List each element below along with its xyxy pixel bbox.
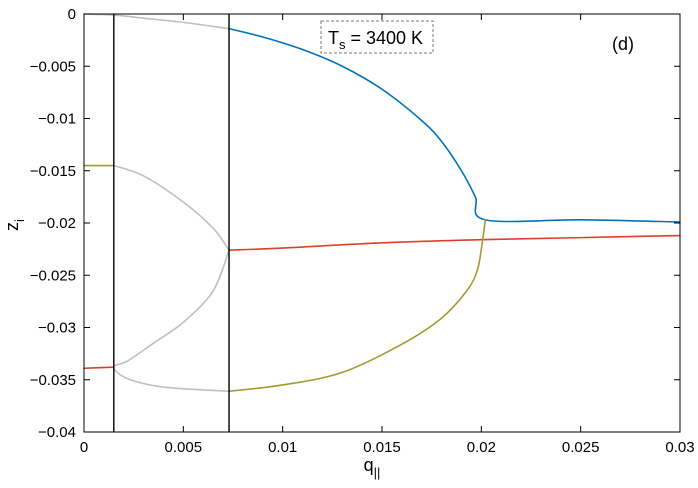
x-axis-label: q||: [364, 455, 381, 480]
y-tick-label: −0.025: [30, 267, 76, 284]
y-tick-label: −0.02: [38, 215, 76, 232]
panel-label: (d): [612, 34, 634, 54]
y-tick-label: −0.005: [30, 58, 76, 75]
series-line-7: [228, 234, 681, 251]
x-tick-label: 0.03: [665, 439, 694, 456]
annotation-box: Ts = 3400 K: [320, 20, 434, 54]
annotation-text: Ts = 3400 K: [328, 28, 423, 52]
series-layer: [83, 13, 681, 393]
x-tick-label: 0.005: [165, 439, 203, 456]
y-tick-label: −0.04: [38, 424, 76, 441]
plot-frame: [83, 13, 681, 433]
series-line-1: [83, 13, 230, 30]
y-axis-label: zi: [2, 219, 27, 231]
y-tick-label: −0.03: [38, 320, 76, 337]
series-line-3: [113, 249, 230, 393]
series-line-8: [228, 219, 487, 393]
y-tick-label: −0.01: [38, 111, 76, 128]
x-tick-label: 0: [80, 439, 88, 456]
y-tick-label: 0: [68, 6, 76, 23]
x-tick-label: 0.01: [268, 439, 297, 456]
y-tick-label: −0.035: [30, 372, 76, 389]
y-tick-label: −0.015: [30, 163, 76, 180]
annotation-frame: [320, 20, 434, 54]
series-line-5: [83, 366, 115, 370]
x-tick-label: 0.02: [467, 439, 496, 456]
x-tick-label: 0.015: [363, 439, 401, 456]
vertical-lines-layer: [113, 14, 230, 432]
series-line-2: [113, 164, 230, 251]
series-line-6: [228, 27, 681, 223]
x-tick-label: 0.025: [562, 439, 600, 456]
tick-layer: 0 0.005 0.01 0.015 0.02 0.025 0.03 0 −0.005 −0.01…: [30, 6, 695, 456]
